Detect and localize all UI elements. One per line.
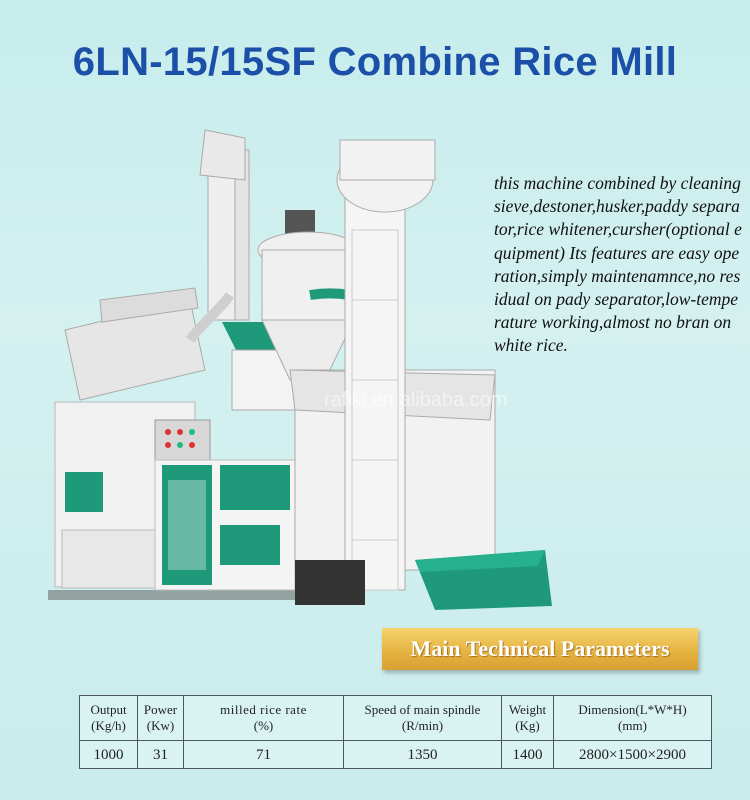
header-cell: Output(Kg/h): [79, 695, 138, 741]
params-heading: Main Technical Parameters: [410, 636, 670, 661]
header-cell: Power(Kw): [137, 695, 184, 741]
header-cell: Speed of main spindle(R/min): [343, 695, 502, 741]
rice-mill-machine-image: [48, 129, 552, 610]
params-heading-banner: Main Technical Parameters: [382, 628, 698, 670]
value-cell-power: 31: [137, 740, 184, 769]
header-line2: (Kg): [515, 718, 540, 733]
technical-parameters-table: Output(Kg/h) Power(Kw) milled rice rate(…: [79, 695, 712, 769]
machine-description: this machine combined by cleaning sieve,…: [494, 173, 742, 356]
header-line1: Output: [90, 702, 127, 717]
value-cell-output: 1000: [79, 740, 138, 769]
watermark: rafiki.en.alibaba.com: [324, 389, 508, 411]
table-row: 1000 31 71 1350 1400 2800×1500×2900: [79, 740, 712, 769]
header-cell: Dimension(L*W*H)(mm): [553, 695, 712, 741]
header-line1: Dimension(L*W*H): [578, 702, 687, 717]
header-line2: (Kg/h): [91, 718, 126, 733]
value-cell-spindle-speed: 1350: [343, 740, 502, 769]
header-line2: (Kw): [146, 718, 175, 733]
header-cell: Weight(Kg): [501, 695, 554, 741]
header-cell: milled rice rate(%): [183, 695, 344, 741]
page-title: 6LN-15/15SF Combine Rice Mill: [72, 40, 678, 84]
value-cell-dimension: 2800×1500×2900: [553, 740, 712, 769]
header-line1: Power: [143, 702, 178, 717]
header-line1: Speed of main spindle: [364, 702, 481, 717]
header-line2: (R/min): [401, 718, 444, 733]
header-line2: (mm): [618, 718, 647, 733]
table-header-row: Output(Kg/h) Power(Kw) milled rice rate(…: [79, 695, 712, 741]
value-cell-milled-rate: 71: [183, 740, 344, 769]
header-line2: (%): [253, 718, 274, 733]
header-line1: Weight: [508, 702, 547, 717]
header-line1: milled rice rate: [220, 702, 307, 717]
value-cell-weight: 1400: [501, 740, 554, 769]
